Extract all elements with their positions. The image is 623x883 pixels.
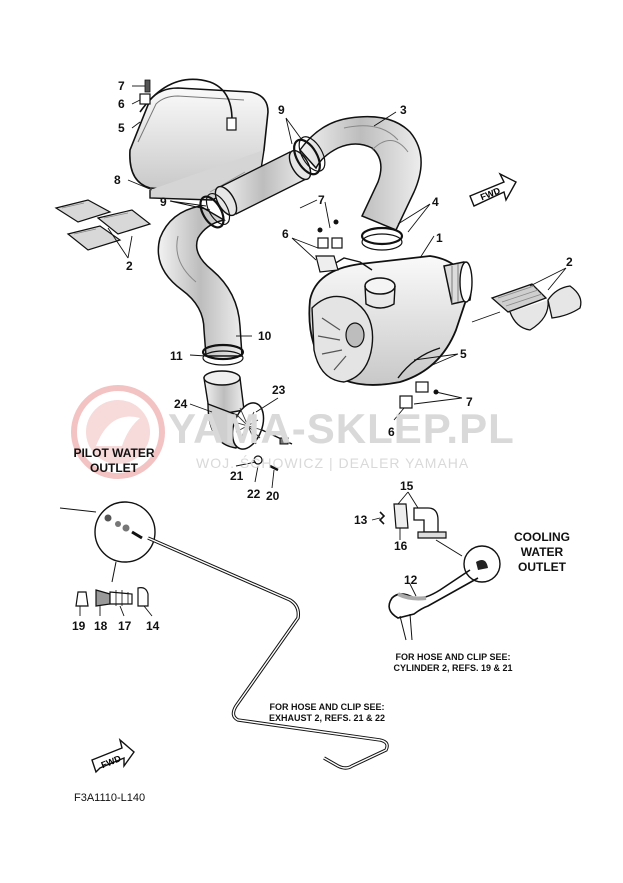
- callout-2b: 2: [566, 255, 573, 269]
- cooling-fittings: [378, 503, 447, 539]
- watermark-logo: [71, 385, 165, 479]
- callout-21: 21: [230, 469, 244, 483]
- clamp-9-upper: [293, 136, 326, 176]
- callout-7b: 7: [318, 193, 325, 207]
- callout-4: 4: [432, 195, 439, 209]
- callout-1: 1: [436, 231, 443, 245]
- watermark-sub: WOJ. ŚCHOWICZ | DEALER YAMAHA: [196, 455, 470, 471]
- callout-10: 10: [258, 329, 272, 343]
- hose-exh-line1: FOR HOSE AND CLIP SEE:: [269, 702, 385, 712]
- callout-15: 15: [400, 479, 414, 493]
- hose-10: [157, 205, 243, 357]
- callout-20: 20: [266, 489, 280, 503]
- callout-13: 13: [354, 513, 368, 527]
- hose-cyl-line2: CYLINDER 2, REFS. 19 & 21: [393, 663, 513, 673]
- callout-16: 16: [394, 539, 408, 553]
- cooling-caption-line2: WATER: [520, 545, 564, 559]
- pilot-outlet-detail: [59, 501, 156, 583]
- cooling-water-caption: COOLING WATER OUTLET: [510, 530, 574, 575]
- cooling-outlet-detail: [435, 539, 501, 583]
- hose-cyl-line1: FOR HOSE AND CLIP SEE:: [395, 652, 511, 662]
- cable-tag: [226, 117, 237, 131]
- callout-3: 3: [400, 103, 407, 117]
- diagram-code: F3A1110-L140: [74, 792, 146, 804]
- cooling-caption-line1: COOLING: [514, 530, 570, 544]
- callout-6c: 6: [388, 425, 395, 439]
- pilot-water-caption: PILOT WATER OUTLET: [64, 446, 164, 476]
- hose-note-exhaust: FOR HOSE AND CLIP SEE: EXHAUST 2, REFS. …: [262, 702, 392, 724]
- callout-9b: 9: [160, 195, 167, 209]
- silencer-1: [308, 255, 473, 386]
- bolt-7a: [144, 79, 151, 93]
- callout-7a: 7: [118, 79, 125, 93]
- pilot-caption-line1: PILOT WATER: [73, 446, 155, 460]
- fwd-text-top: FWD: [479, 185, 502, 202]
- hose-12: [388, 569, 479, 641]
- hose-note-cylinder: FOR HOSE AND CLIP SEE: CYLINDER 2, REFS.…: [388, 652, 518, 674]
- pads-left: [54, 199, 152, 251]
- pilot-hose: [147, 536, 389, 770]
- callout-2a: 2: [126, 259, 133, 273]
- callout-7c: 7: [466, 395, 473, 409]
- cooling-caption-line3: OUTLET: [518, 560, 566, 574]
- fwd-arrow-top: FWD: [469, 172, 517, 207]
- callout-19: 19: [72, 619, 86, 633]
- callout-22: 22: [247, 487, 261, 501]
- fwd-arrow-bottom: FWD: [91, 738, 135, 774]
- pads-right: [490, 283, 582, 331]
- callout-11: 11: [170, 349, 183, 363]
- clip-6a: [139, 93, 151, 105]
- callout-23: 23: [272, 383, 286, 397]
- clips-mid: [315, 219, 343, 273]
- callout-9a: 9: [278, 103, 285, 117]
- leader-lines: [79, 85, 567, 617]
- callout-24: 24: [174, 397, 188, 411]
- callout-6b: 6: [282, 227, 289, 241]
- callout-12: 12: [404, 573, 418, 587]
- pilot-fittings: [75, 587, 149, 607]
- pilot-cable: [139, 78, 233, 121]
- hardware-20-22: [253, 429, 293, 472]
- callout-17: 17: [118, 619, 132, 633]
- callout-5a: 5: [118, 121, 125, 135]
- clamp-4: [360, 226, 404, 251]
- callout-8: 8: [114, 173, 121, 187]
- callout-6a: 6: [118, 97, 125, 111]
- hose-exh-line2: EXHAUST 2, REFS. 21 & 22: [268, 713, 386, 723]
- watermark-main: YAMA-SKLEP.PL: [168, 405, 515, 452]
- clips-right: [399, 381, 439, 409]
- callout-14: 14: [146, 619, 160, 633]
- clamp-9-lower: [199, 193, 231, 229]
- pilot-caption-line2: OUTLET: [90, 461, 138, 475]
- callout-5b: 5: [460, 347, 467, 361]
- callout-18: 18: [94, 619, 108, 633]
- strainer-23: [231, 402, 265, 450]
- clamp-11: [201, 343, 245, 366]
